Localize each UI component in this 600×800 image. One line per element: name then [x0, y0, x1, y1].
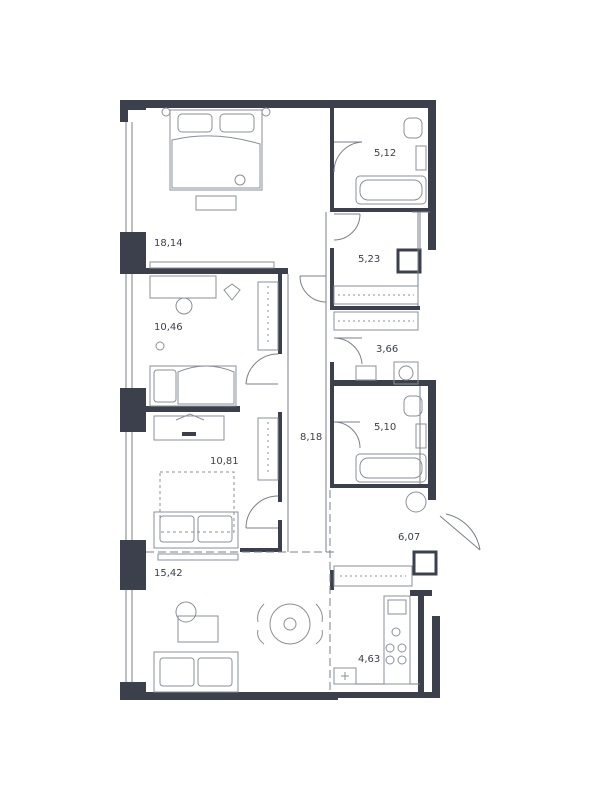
area-label-bathroom-1: 5,12 — [374, 148, 396, 159]
dressing-racks — [333, 285, 419, 331]
doors — [146, 141, 481, 692]
area-label-corridor: 8,18 — [300, 432, 322, 443]
dining-table — [257, 603, 323, 645]
master-bed — [161, 107, 271, 211]
bathroom2-fixtures — [355, 395, 427, 483]
bedroom3-sofa — [153, 511, 239, 549]
furniture — [149, 107, 427, 693]
bedroom2-closet — [257, 281, 279, 351]
outer-walls — [120, 100, 440, 700]
bedroom2-bed — [149, 365, 237, 407]
area-label-bedroom-2: 10,46 — [154, 322, 183, 333]
area-label-kitchen: 4,63 — [358, 654, 380, 665]
area-label-dressing-room: 5,23 — [358, 254, 380, 265]
bedroom3-rug — [159, 471, 235, 533]
living-sofa — [153, 651, 239, 693]
bedroom3-tv — [157, 553, 239, 561]
windows — [125, 122, 133, 682]
bathroom1-fixtures — [355, 117, 427, 205]
bedroom3-closet — [257, 417, 279, 481]
living-armchair — [175, 601, 219, 643]
area-label-bathroom-2: 5,10 — [374, 422, 396, 433]
laundry-machine — [355, 361, 419, 385]
area-label-hall: 6,07 — [398, 532, 420, 543]
hall-wardrobe — [333, 565, 413, 587]
area-label-laundry: 3,66 — [376, 344, 398, 355]
interior-walls — [146, 108, 438, 692]
area-label-bedroom-master: 18,14 — [154, 238, 183, 249]
bedroom2-desk — [149, 275, 241, 351]
hall-mirror — [405, 491, 427, 513]
master-tv — [149, 261, 275, 269]
kitchen-units — [333, 595, 411, 685]
bedroom3-desk — [153, 413, 225, 441]
room-labels: 18,14 5,12 5,23 10,46 3,66 8,18 5,10 10,… — [154, 148, 420, 665]
area-label-bedroom-3: 10,81 — [210, 456, 239, 467]
area-label-living-room: 15,42 — [154, 568, 183, 579]
